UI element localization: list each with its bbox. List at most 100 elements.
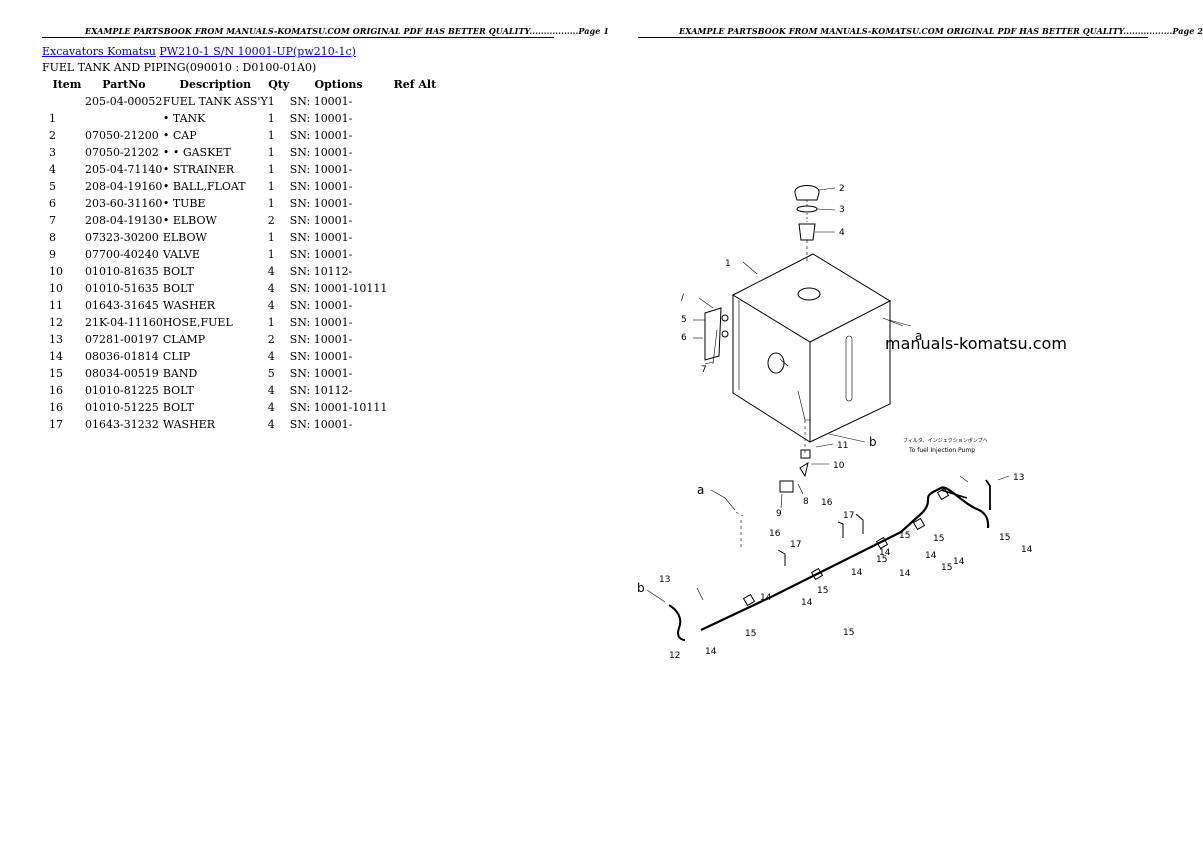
cell-item: 10 — [49, 282, 63, 295]
cell-description: BAND — [162, 367, 198, 380]
cell-item: 4 — [49, 163, 56, 176]
cell-description: BOLT — [162, 282, 194, 295]
callout-14d: 14 — [953, 557, 965, 567]
header-divider — [42, 37, 554, 38]
breadcrumb-link-model[interactable]: PW210-1 S/N 10001-UP(pw210-1c) — [159, 45, 356, 58]
cell-options: SN: 10001- — [289, 350, 353, 363]
cell-options: SN: 10001- — [289, 299, 353, 312]
column-header-description: Description — [179, 77, 252, 91]
callout-15b: 15 — [817, 586, 828, 596]
cell-description: • TANK — [162, 112, 206, 125]
cell-ref-alt — [387, 212, 442, 229]
callout-14f: 14 — [925, 551, 937, 561]
callout-leaders — [693, 187, 1010, 601]
cell-options: SN: 10001- — [289, 95, 353, 108]
cell-qty: 4 — [267, 384, 275, 397]
cell-options: SN: 10001- — [289, 418, 353, 431]
page-header: EXAMPLE PARTSBOOK FROM MANUALS-KOMATSU.C… — [679, 26, 1203, 36]
cell-ref-alt — [387, 246, 442, 263]
callout-15c: 15 — [843, 628, 854, 638]
arrow-marks — [646, 319, 912, 603]
callout-15h: 15 — [941, 563, 952, 573]
cell-item: 16 — [49, 384, 63, 397]
cell-item: 6 — [49, 197, 56, 210]
cell-partno: 21K-04-11160 — [85, 316, 163, 329]
cell-qty: 1 — [267, 231, 275, 244]
callout-7: 7 — [701, 365, 707, 375]
cell-partno: 205-04-00052 — [85, 95, 163, 108]
cell-qty: 4 — [267, 282, 275, 295]
callout-4: 4 — [839, 228, 845, 238]
callout-a-left: / — [681, 293, 685, 303]
cell-options: SN: 10001- — [289, 316, 353, 329]
cell-qty: 4 — [267, 401, 275, 414]
callout-15f: 15 — [999, 533, 1010, 543]
cell-item — [42, 93, 85, 110]
cell-item: 13 — [49, 333, 63, 346]
callout-6: 6 — [681, 333, 687, 343]
cell-qty: 1 — [267, 248, 275, 261]
cell-options: SN: 10001-10111 — [289, 401, 388, 414]
cell-item: 7 — [49, 214, 56, 227]
callout-16b: 16 — [821, 498, 833, 508]
float-tube-drawing — [704, 307, 729, 365]
cell-partno: 07050-21200 — [85, 129, 159, 142]
cell-item: 1 — [49, 112, 56, 125]
cell-item: 17 — [49, 418, 63, 431]
column-header-item: Item — [52, 77, 82, 91]
page-header: EXAMPLE PARTSBOOK FROM MANUALS-KOMATSU.C… — [85, 26, 609, 36]
cell-partno: 07281-00197 — [85, 333, 159, 346]
cell-partno: 01010-81635 — [85, 265, 159, 278]
column-header-ref-alt: Ref Alt — [393, 77, 437, 91]
callout-17b: 17 — [843, 511, 854, 521]
callout-13a: 13 — [1013, 473, 1024, 483]
cell-item: 15 — [49, 367, 63, 380]
cell-ref-alt — [387, 229, 442, 246]
callout-14a: 14 — [851, 568, 863, 578]
callout-17a: 17 — [790, 540, 801, 550]
callout-8: 8 — [803, 497, 809, 507]
column-header-qty: Qty — [268, 77, 290, 91]
cell-qty: 1 — [267, 163, 275, 176]
cell-description: • STRAINER — [162, 163, 235, 176]
cell-item: 2 — [49, 129, 56, 142]
cell-ref-alt — [387, 178, 442, 195]
cell-partno — [85, 110, 163, 127]
parts-page-1: EXAMPLE PARTSBOOK FROM MANUALS-KOMATSU.C… — [0, 0, 609, 842]
cell-options: SN: 10001- — [289, 333, 353, 346]
cell-ref-alt — [387, 110, 442, 127]
cell-partno: 01010-81225 — [85, 384, 159, 397]
diagram-note-en: To fuel Injection Pump — [908, 447, 975, 454]
cell-ref-alt — [387, 382, 442, 399]
callout-14c: 14 — [760, 593, 772, 603]
callout-9: 9 — [776, 509, 782, 519]
callout-15e: 15 — [876, 555, 887, 565]
breadcrumb-link-category[interactable]: Excavators Komatsu — [42, 45, 156, 58]
cell-qty: 4 — [267, 265, 275, 278]
cell-options: SN: 10001- — [289, 231, 353, 244]
cell-qty: 1 — [267, 146, 275, 159]
header-divider — [638, 37, 1148, 38]
callout-16c: 14 — [879, 548, 891, 558]
cell-ref-alt — [387, 93, 442, 110]
cell-item: 3 — [49, 146, 56, 159]
cell-ref-alt — [387, 416, 442, 433]
cell-partno: 07700-40240 — [85, 248, 159, 261]
cell-ref-alt — [387, 144, 442, 161]
cell-ref-alt — [387, 127, 442, 144]
cell-partno: 07323-30200 — [85, 231, 159, 244]
exploded-parts-diagram: 2 3 4 1 / 5 6 7 11 10 8 9 16 17 16 17 15… — [637, 184, 1033, 661]
cell-description: • CAP — [162, 129, 197, 142]
